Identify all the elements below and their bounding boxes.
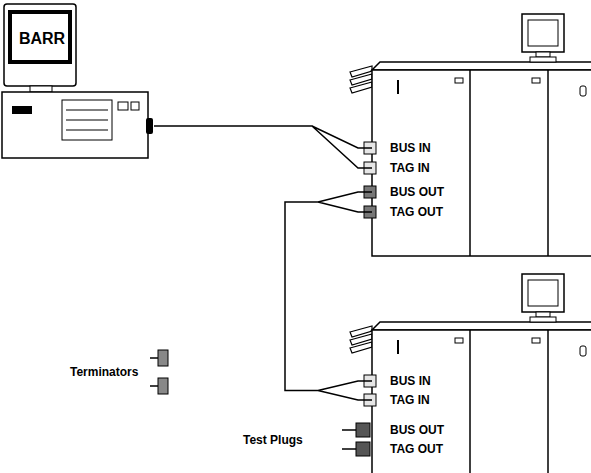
test-plug [342, 423, 370, 456]
printer: BUS IN TAG IN BUS OUT TAG OUT [372, 62, 591, 257]
part-label: Terminators [70, 364, 138, 380]
port-label: TAG OUT [390, 204, 443, 220]
cable [285, 192, 372, 400]
port-label: BUS OUT [390, 422, 444, 438]
port-label: TAG IN [390, 392, 430, 408]
printer: BUS IN TAG IN BUS OUT TAG OUT [372, 322, 591, 473]
screen-label: BARR [12, 14, 72, 64]
part-label: Test Plugs [243, 432, 303, 448]
terminator [150, 350, 168, 394]
port-label: BUS IN [390, 140, 431, 156]
port-label: TAG OUT [390, 441, 443, 457]
computer [2, 4, 153, 158]
port-label: BUS OUT [390, 184, 444, 200]
ports [364, 142, 376, 406]
computer: BARR [2, 4, 154, 160]
port-label: BUS IN [390, 373, 431, 389]
printer [350, 14, 591, 256]
cable [154, 126, 372, 168]
printer [350, 274, 591, 473]
port-label: TAG IN [390, 160, 430, 176]
